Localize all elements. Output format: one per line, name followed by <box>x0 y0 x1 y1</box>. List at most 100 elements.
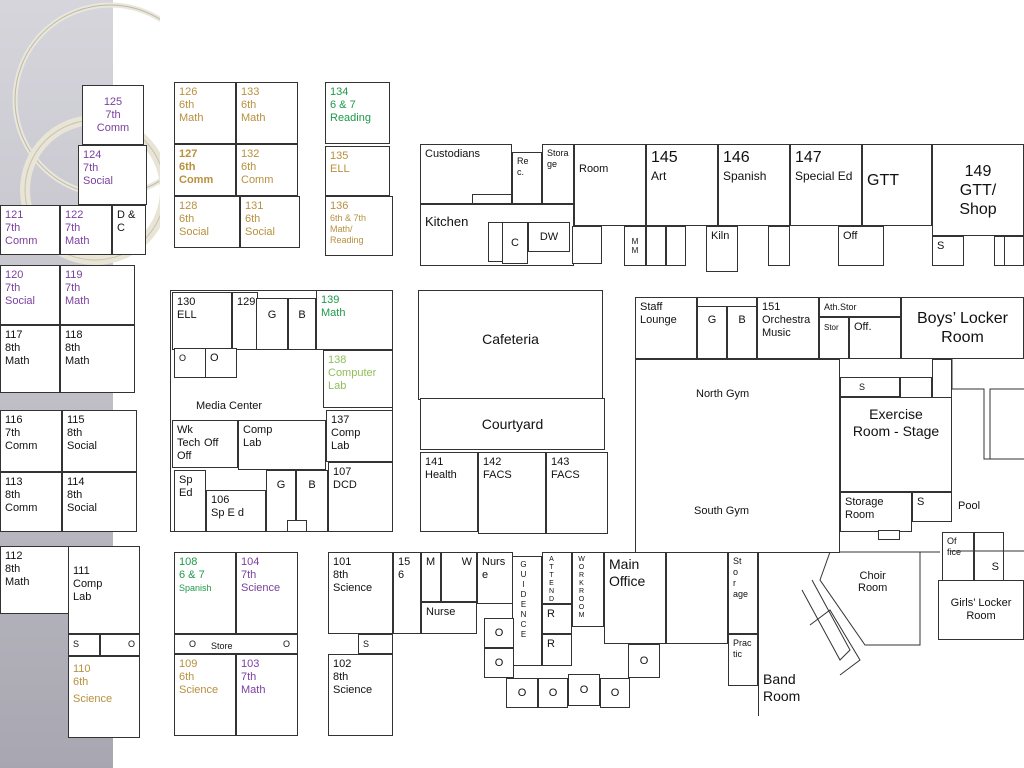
boys-locker-line2: Room <box>941 329 984 346</box>
room-108-subject: Spanish <box>179 583 212 593</box>
media-office-o-small-label: O <box>179 353 187 363</box>
room-131-number: 131 <box>245 200 264 212</box>
room-122-subject: Math <box>65 235 90 247</box>
choir-room-line1: Choir <box>859 570 886 582</box>
room-131-subject: Social <box>245 226 275 238</box>
room-132: 132 6th Comm <box>236 144 298 196</box>
room-131: 131 6th Social <box>240 196 300 248</box>
restroom-g-gym: G <box>697 305 727 359</box>
main-office-line2: Office <box>609 573 646 589</box>
room-149: 149 GTT/ Shop <box>932 144 1024 236</box>
media-office-o-label: O <box>210 352 219 364</box>
nurse: Nurse <box>421 602 477 634</box>
room-138-line3: Lab <box>328 380 347 392</box>
office-o-2-label: O <box>494 656 504 669</box>
band-room: Band Room <box>758 552 850 716</box>
room-unnamed: Room <box>574 144 646 226</box>
room-134-number: 134 <box>330 86 349 98</box>
room-146-subject: Spanish <box>723 169 767 183</box>
room-125-grade: 7th <box>105 108 121 121</box>
room-120-number: 120 <box>5 269 24 281</box>
room-146: 146 Spanish <box>718 144 790 226</box>
media-office-o: O <box>205 348 237 378</box>
staff-lounge: Staff Lounge <box>635 297 697 359</box>
small-closet <box>287 520 307 532</box>
art-closet-2 <box>666 226 686 266</box>
room-101: 101 8th Science <box>328 552 393 634</box>
storage-line1: St <box>733 556 742 566</box>
exercise-line1: Exercise <box>869 406 923 422</box>
gtt-office: Off <box>838 226 884 266</box>
room-119: 119 7th Math <box>60 265 135 325</box>
office-o-3-label: O <box>517 686 527 699</box>
kitchen-dw-label: DW <box>539 230 559 243</box>
workroom: WORKROOM <box>572 552 604 627</box>
room-122-number: 122 <box>65 209 84 221</box>
room-117-subject: Math <box>5 355 30 367</box>
room-104-number: 104 <box>241 556 260 568</box>
room-121-number: 121 <box>5 209 24 221</box>
room-115-subject: Social <box>67 440 97 452</box>
room-139-subject: Math <box>321 307 346 319</box>
room-128-subject: Social <box>179 226 209 238</box>
room-125: 125 7th Comm <box>82 85 144 145</box>
room-143-subject: FACS <box>551 469 580 481</box>
room-104-subject: Science <box>241 582 281 594</box>
room-145-number: 145 <box>651 149 678 166</box>
restroom-g-label: G <box>267 308 277 321</box>
room-111-line2: Comp <box>73 578 103 590</box>
courtyard-label: Courtyard <box>481 415 544 432</box>
room-114-number: 114 <box>67 476 85 488</box>
room-110: 110 6th Science <box>68 656 140 738</box>
attendance: ATTEND <box>542 552 572 604</box>
restroom-w-label: W <box>461 556 472 568</box>
band-room-line1: Band <box>763 671 796 687</box>
room-103: 103 7th Math <box>236 654 298 736</box>
guidance-r2: R <box>542 634 572 666</box>
room-101-number: 101 <box>333 556 352 568</box>
room-112-number: 112 <box>5 550 23 562</box>
room-135-number: 135 <box>330 150 349 162</box>
staff-lounge-line1: Staff <box>640 301 663 313</box>
room-107-subject: DCD <box>333 479 357 491</box>
receiving-line2: c. <box>517 167 525 177</box>
room-151: 151 Orchestra Music <box>757 297 819 359</box>
room-141: 141 Health <box>420 452 478 532</box>
office-o-6: O <box>600 678 630 708</box>
office-o-3: O <box>506 678 538 708</box>
guidance-r1-label: R <box>547 608 555 620</box>
room-124-grade: 7th <box>83 162 99 174</box>
restroom-w: W <box>441 552 477 602</box>
athletic-storage: Ath.Stor <box>819 297 901 317</box>
girls-locker-room: Girls’ Locker Room <box>938 580 1024 640</box>
restroom-g-106-label: G <box>276 478 286 491</box>
cafeteria-label: Cafeteria <box>482 331 539 347</box>
room-110-grade: 6th <box>73 676 89 688</box>
room-116-grade: 7th <box>5 427 21 439</box>
shop-closet-2 <box>1004 236 1024 266</box>
room-111-number: 111 <box>73 565 90 577</box>
room-d-and-c: D & C <box>112 205 146 255</box>
room-151-number: 151 <box>762 301 781 313</box>
room-126: 126 6th Math <box>174 82 236 144</box>
closet-o-label: O <box>127 639 135 649</box>
room-119-subject: Math <box>65 295 90 307</box>
main-office: Main Office <box>604 552 666 644</box>
room-115: 115 8th Social <box>62 410 137 472</box>
pool-s: S <box>912 492 952 522</box>
storage-room-line2: Room <box>845 509 875 521</box>
band-room-line2: Room <box>763 688 801 704</box>
room-108-number: 108 <box>179 556 198 568</box>
kitchen-closet-1 <box>472 194 512 204</box>
room-113: 113 8th Comm <box>0 472 62 532</box>
room-122: 122 7th Math <box>60 205 112 255</box>
kitchen-label: Kitchen <box>425 214 469 229</box>
office-o-1: O <box>484 618 514 648</box>
restroom-b-106-label: B <box>308 478 316 491</box>
room-125-number: 125 <box>103 95 123 108</box>
boys-locker-line1: Boys’ Locker <box>917 310 1008 327</box>
work-tech-line1: Wk <box>177 424 193 436</box>
room-135: 135 ELL <box>325 146 390 196</box>
storage-line2: o <box>733 567 739 577</box>
receiving: Re c. <box>512 152 542 204</box>
